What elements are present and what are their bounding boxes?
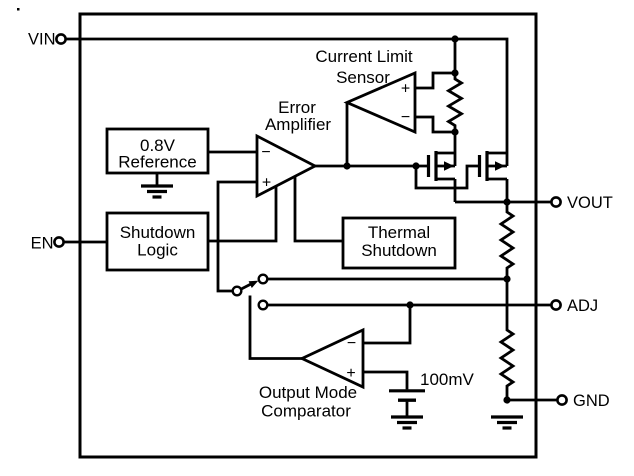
shutdown-logic-label-1: Shutdown [120, 223, 196, 242]
gate-tie-wire [414, 164, 479, 190]
error-amplifier-label-2: Amplifier [265, 115, 331, 134]
current-limit-plus-sign: + [401, 81, 410, 98]
sense-minus-wire [415, 115, 455, 134]
en-pin-label: EN [31, 235, 54, 253]
switch-arm [240, 282, 252, 291]
error-amp-plus-sign: + [262, 175, 271, 192]
comparator-minus-wire [363, 305, 412, 345]
vin-pin-label: VIN [28, 31, 56, 49]
reference-ground-icon [141, 184, 173, 199]
comparator-plus-wire [363, 370, 409, 390]
shutdown-logic-label-2: Logic [137, 241, 178, 260]
junction-dot [503, 198, 511, 206]
vout-terminal [550, 196, 562, 208]
mode-switch [231, 273, 269, 311]
offset-voltage-source [389, 389, 425, 402]
shutdown-logic-block [105, 211, 210, 272]
thermal-shutdown-label-2: Shutdown [361, 241, 437, 260]
plus-feedback-wire [216, 180, 257, 293]
gnd-terminal [556, 394, 568, 406]
current-limit-sensor-label-2: Sensor [336, 68, 390, 87]
stray-mark [17, 8, 20, 11]
reference-block [105, 127, 210, 175]
junction-dot [406, 301, 414, 309]
adj-pin-label: ADJ [567, 297, 598, 315]
comparator-output-wire [248, 295, 302, 360]
junction-dot [343, 162, 351, 170]
en-terminal [53, 236, 65, 248]
mosfet-arrow-icon [444, 161, 454, 171]
junction-dot [412, 162, 420, 170]
offset-voltage-label: 100mV [420, 370, 475, 389]
feedback-resistor-top [498, 202, 516, 279]
divider-ground-icon [491, 415, 523, 430]
switch-pivot-contact [231, 285, 243, 297]
reference-label-1: 0.8V [140, 136, 176, 155]
junction-dot [451, 69, 459, 77]
error-amp-minus-sign: − [261, 144, 270, 161]
output-mode-comparator-label-2: Comparator [261, 402, 351, 421]
pass-mosfet-left [426, 132, 457, 202]
thermal-shutdown-block [341, 216, 457, 270]
thermal-shutdown-wire [293, 176, 343, 243]
vin-terminal [55, 33, 67, 45]
switch-arrow-icon [248, 280, 259, 288]
current-limit-minus-sign: − [401, 109, 410, 126]
current-limit-sensor-label-1: Current Limit [315, 47, 413, 66]
junction-dot [451, 128, 459, 136]
gnd-pin-label: GND [573, 392, 610, 410]
sense-plus-wire [415, 71, 455, 90]
comparator-minus-sign: − [347, 335, 356, 352]
error-amplifier-label-1: Error [278, 98, 316, 117]
error-amplifier-triangle [255, 133, 319, 199]
current-limit-sensor-triangle [343, 70, 417, 135]
battery-ground-icon [391, 415, 423, 430]
switch-bottom-contact [257, 299, 269, 311]
reference-label-2: Reference [118, 153, 196, 172]
adj-terminal [550, 299, 562, 311]
vout-pin-label: VOUT [567, 194, 613, 212]
pass-mosfet-right [477, 151, 509, 202]
thermal-shutdown-label-1: Thermal [368, 223, 430, 242]
shutdown-logic-wire [208, 186, 278, 243]
comparator-plus-sign: + [346, 365, 355, 382]
junction-dots [343, 35, 511, 404]
switch-top-contact [257, 273, 269, 285]
output-mode-comparator-label-1: Output Mode [259, 383, 357, 402]
chip-boundary [78, 12, 538, 459]
junction-dot [503, 275, 511, 283]
junction-dot [503, 396, 511, 404]
mosfet-arrow-icon [495, 161, 505, 171]
junction-dot [451, 35, 459, 43]
output-mode-comparator-triangle [298, 327, 365, 390]
feedback-resistor-bottom [498, 279, 516, 400]
vin-rail-wire [66, 37, 509, 166]
current-sense-resistor [445, 39, 465, 132]
